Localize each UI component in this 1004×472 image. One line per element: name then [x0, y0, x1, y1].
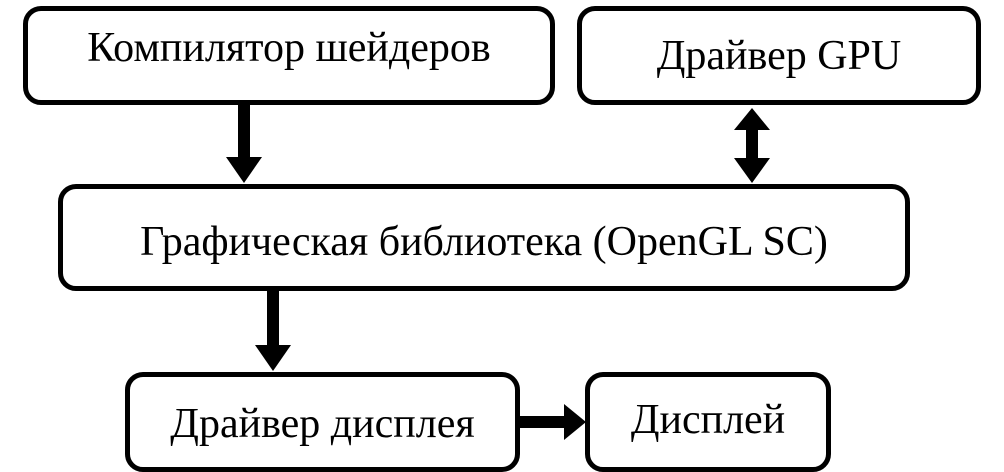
node-display-label: Дисплей: [630, 397, 786, 443]
edge-display-driver-to-display: [520, 404, 586, 440]
node-display-driver-label: Драйвер дисплея: [170, 401, 475, 447]
node-shader-compiler-label: Компилятор шейдеров: [87, 24, 491, 71]
edge-library-to-display-driver: [255, 291, 291, 371]
node-gpu-driver: Драйвер GPU: [577, 6, 981, 105]
node-gpu-driver-label: Драйвер GPU: [656, 32, 902, 79]
node-display-driver: Драйвер дисплея: [125, 372, 520, 472]
node-display: Дисплей: [585, 372, 831, 472]
node-graphics-library-label: Графическая библиотека (OpenGL SC): [140, 218, 828, 265]
node-graphics-library: Графическая библиотека (OpenGL SC): [58, 184, 910, 291]
edge-gpu-library-bidirectional: [734, 108, 770, 183]
node-shader-compiler: Компилятор шейдеров: [23, 6, 555, 105]
edge-compiler-to-library: [226, 105, 262, 183]
